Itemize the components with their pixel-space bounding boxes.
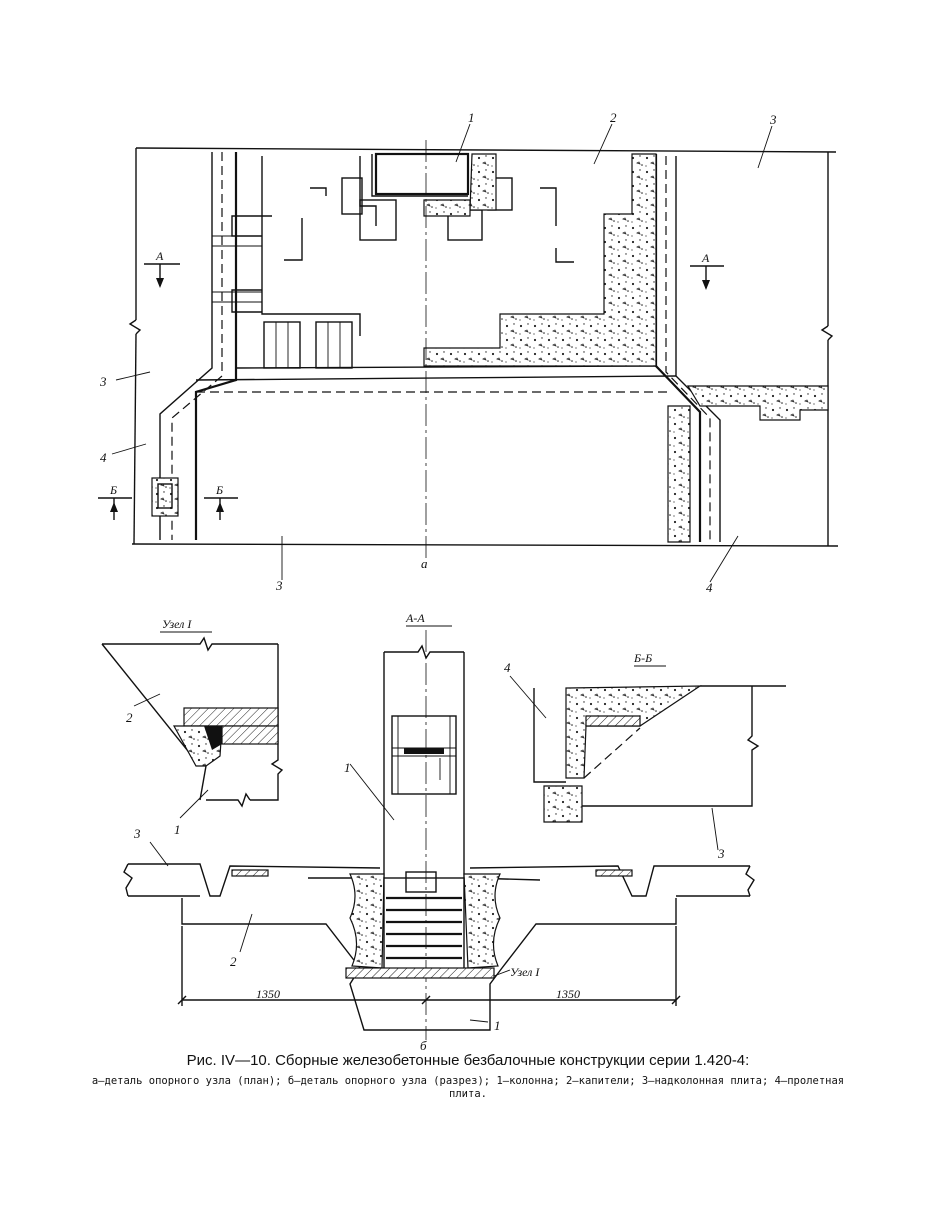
section-bb-label-4: 4: [504, 660, 511, 675]
bottom-label-3: 3: [133, 826, 141, 841]
section-aa-title: А-А: [405, 611, 425, 625]
plan-label-3-bottom: 3: [275, 578, 283, 593]
plan-view: 1 2 3 3 4 3 4 А А Б Б а: [98, 110, 838, 595]
node-label-2: 2: [126, 710, 133, 725]
node-title: Узел I: [162, 617, 192, 631]
figure-caption: Рис. IV—10. Сборные железобетонные безба…: [60, 1052, 876, 1101]
node-label-1: 1: [174, 822, 181, 837]
section-mark-a-left: А: [155, 249, 164, 263]
section-bb: Б-Б 4 3: [504, 651, 786, 861]
bottom-view-letter: б: [420, 1038, 427, 1053]
plan-label-2: 2: [610, 110, 617, 125]
plan-label-4-left: 4: [100, 450, 107, 465]
section-mark-b-left: Б: [109, 483, 117, 497]
plan-label-1: 1: [468, 110, 475, 125]
section-mark-b-right: Б: [215, 483, 223, 497]
dimension-right: 1350: [556, 987, 580, 1001]
plan-label-4-bottom: 4: [706, 580, 713, 595]
section-mark-a-right: А: [701, 251, 710, 265]
section-aa-label-1: 1: [344, 760, 351, 775]
section-bb-title: Б-Б: [633, 651, 652, 665]
plan-label-3-left: 3: [99, 374, 107, 389]
bottom-label-2: 2: [230, 954, 237, 969]
bottom-section: 3 2 1 Узел I 1350 1350 б: [124, 826, 754, 1053]
node-detail: Узел I 2 1: [102, 617, 282, 837]
caption-title: Рис. IV—10. Сборные железобетонные безба…: [60, 1052, 876, 1069]
stair-bars: [386, 898, 462, 958]
plan-label-3-top: 3: [769, 112, 777, 127]
bottom-label-1: 1: [494, 1018, 501, 1033]
dimension-left: 1350: [256, 987, 280, 1001]
bottom-node-reference: Узел I: [510, 965, 540, 979]
plan-view-letter: а: [421, 556, 428, 571]
caption-legend: а—деталь опорного узла (план); б—деталь …: [78, 1075, 858, 1101]
section-bb-label-3: 3: [717, 846, 725, 861]
